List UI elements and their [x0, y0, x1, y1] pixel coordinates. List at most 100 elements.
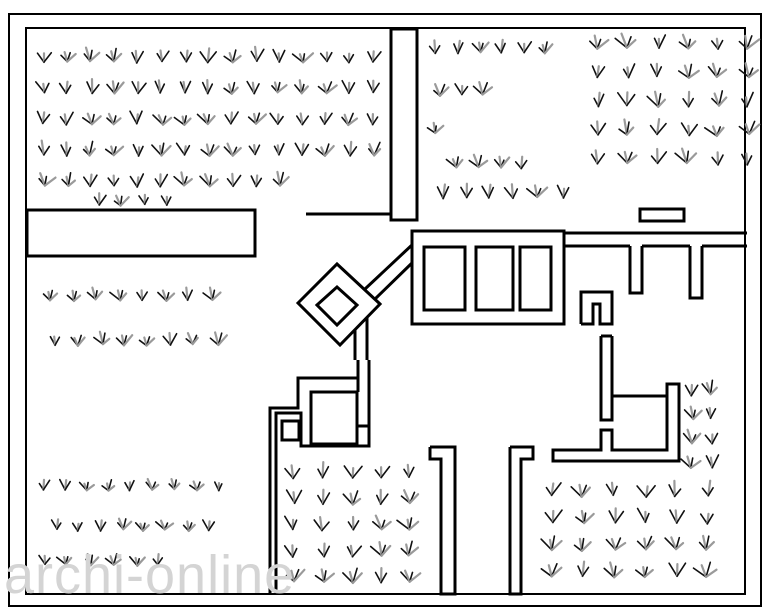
- plant-tuft: [173, 171, 193, 187]
- plant-tuft: [60, 141, 72, 157]
- south-gate-post-right: [508, 445, 535, 596]
- plant-tuft: [636, 507, 650, 524]
- plant-tuft: [341, 79, 356, 95]
- plant-tuft: [199, 47, 217, 64]
- plant-tuft: [136, 289, 148, 302]
- plant-tuft: [428, 39, 441, 55]
- plant-tuft: [668, 479, 682, 498]
- plant-tuft: [740, 152, 753, 166]
- plant-tuft: [707, 62, 728, 79]
- plant-tuft: [503, 183, 519, 200]
- plant-tuft: [540, 562, 563, 578]
- plant-tuft: [106, 112, 122, 126]
- vegetation: [34, 32, 761, 585]
- plant-tuft: [682, 428, 702, 445]
- plant-tuft: [684, 383, 699, 397]
- plant-tuft: [38, 172, 57, 187]
- plant-tuft: [86, 77, 100, 95]
- plant-tuft: [283, 515, 298, 531]
- plant-tuft: [653, 34, 667, 50]
- plant-tuft: [705, 454, 720, 469]
- plant-tuft: [38, 478, 51, 491]
- plant-tuft: [545, 482, 562, 497]
- plant-tuft: [156, 49, 170, 63]
- plant-tuft: [593, 91, 605, 108]
- plant-tuft: [711, 151, 724, 166]
- plant-tuft: [202, 286, 222, 301]
- plant-tuft: [179, 80, 192, 94]
- plant-tuft: [701, 479, 714, 497]
- plant-tuft: [173, 115, 192, 126]
- plant-tuft: [70, 334, 86, 347]
- plant-tuft: [283, 544, 298, 559]
- plant-tuft: [436, 183, 450, 200]
- plant-tuft: [145, 477, 160, 491]
- plant-tuft: [605, 481, 618, 497]
- plant-tuft: [223, 49, 242, 64]
- plant-tuft: [315, 143, 335, 157]
- plant-tuft: [214, 481, 223, 492]
- plant-tuft: [371, 514, 392, 531]
- plant-tuft: [131, 80, 147, 95]
- plant-tuft: [181, 286, 193, 302]
- plant-tuft: [224, 111, 239, 125]
- plant-tuft: [636, 484, 656, 499]
- plant-tuft: [317, 461, 330, 479]
- plant-tuft: [223, 142, 242, 157]
- plant-tuft: [544, 509, 563, 524]
- plant-tuft: [614, 32, 637, 49]
- plant-tuft: [664, 536, 685, 551]
- plant-tuft: [577, 560, 590, 578]
- plant-tuft: [34, 81, 50, 94]
- plant-tuft: [374, 465, 391, 479]
- plant-tuft: [313, 515, 330, 532]
- plant-tuft: [50, 518, 62, 531]
- plant-tuft: [101, 478, 116, 492]
- plant-tuft: [540, 535, 563, 552]
- plant-tuft: [704, 432, 719, 445]
- plant-tuft: [710, 37, 724, 51]
- plant-tuft: [317, 542, 331, 558]
- bench: [638, 207, 686, 223]
- plant-tuft: [396, 517, 420, 531]
- plant-tuft: [514, 155, 528, 170]
- plant-tuft: [201, 78, 214, 95]
- plant-tuft: [460, 182, 474, 199]
- plant-tuft: [162, 331, 178, 347]
- plant-tuft: [182, 520, 196, 533]
- plant-tuft: [426, 121, 445, 135]
- plant-tuft: [189, 480, 205, 492]
- plant-tuft: [375, 488, 389, 506]
- plant-tuft: [83, 173, 98, 188]
- plant-tuft: [347, 515, 360, 531]
- plant-tuft: [291, 52, 315, 64]
- plant-tuft: [154, 79, 166, 94]
- south-gate-post-left: [428, 445, 457, 596]
- plant-tuft: [699, 512, 714, 525]
- plant-tuft: [319, 51, 333, 63]
- plant-tuft: [493, 155, 511, 169]
- plant-tuft: [454, 83, 469, 96]
- plant-tuft: [185, 332, 199, 346]
- plant-tuft: [314, 568, 335, 583]
- plant-tuft: [129, 555, 146, 567]
- plant-tuft: [250, 174, 263, 188]
- plant-tuft: [738, 62, 760, 79]
- plant-tuft: [117, 517, 133, 531]
- plant-tuft: [94, 519, 107, 532]
- plant-tuft: [247, 112, 267, 125]
- plant-tuft: [105, 47, 123, 63]
- plant-tuft: [273, 143, 285, 156]
- plant-tuft: [272, 48, 286, 64]
- small-unit: [579, 290, 614, 326]
- plant-tuft: [741, 91, 754, 108]
- plant-tuft: [55, 555, 73, 566]
- plant-tuft: [285, 568, 306, 583]
- plant-tuft: [634, 565, 654, 579]
- plant-tuft: [246, 80, 260, 95]
- plant-tuft: [78, 481, 96, 492]
- plant-tuft: [366, 112, 379, 126]
- west-cluster: [268, 360, 371, 594]
- plant-tuft: [677, 63, 700, 79]
- plant-tuft: [374, 566, 388, 584]
